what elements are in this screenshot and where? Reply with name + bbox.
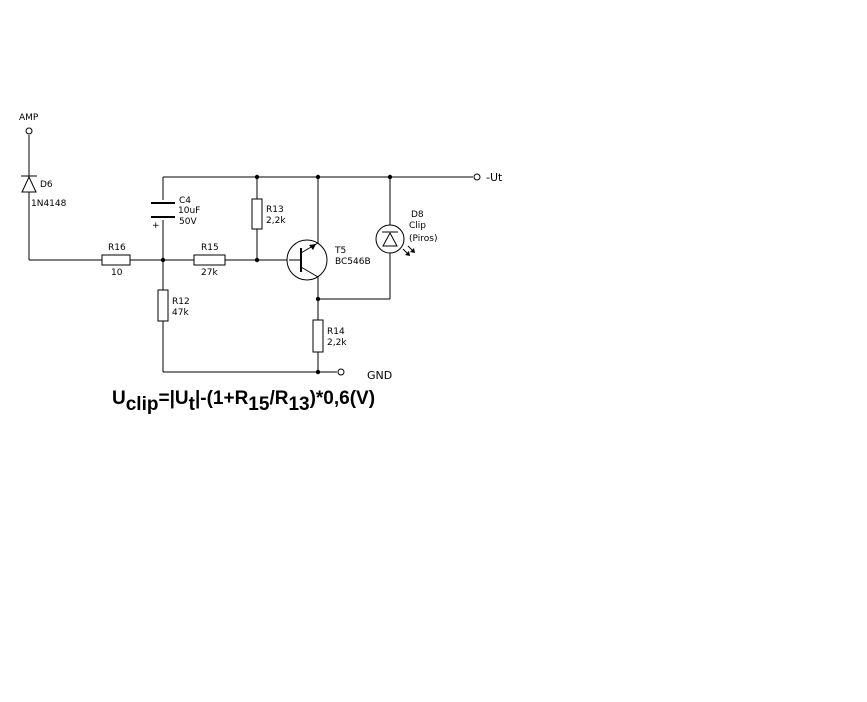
resistor-r14: R14 2,2k bbox=[312, 319, 347, 353]
resistor-r12-ref: R12 bbox=[172, 297, 190, 307]
diode-d6-ref: D6 bbox=[40, 180, 53, 190]
led-d8: D8 Clip (Piros) bbox=[375, 210, 437, 256]
clip-voltage-formula: Uclip=|Ut|-(1+R15/R13)*0,6(V) bbox=[112, 388, 376, 415]
resistor-r16-body bbox=[101, 254, 131, 266]
terminal-amp: AMP bbox=[19, 113, 39, 135]
resistor-r16: R16 10 bbox=[101, 243, 131, 278]
resistor-r13-value: 2,2k bbox=[266, 216, 286, 226]
formula-u: U bbox=[112, 388, 126, 409]
resistor-r12-value: 47k bbox=[172, 308, 189, 318]
resistor-r15-ref: R15 bbox=[201, 243, 219, 253]
terminal-gnd: GND bbox=[337, 368, 392, 382]
capacitor-c4: + C4 10uF 50V bbox=[151, 196, 200, 231]
formula-r13-subscript: 13 bbox=[288, 394, 310, 415]
resistor-r16-ref: R16 bbox=[108, 243, 126, 253]
formula-tail: )*0,6(V) bbox=[309, 388, 376, 409]
junction-dot bbox=[254, 257, 260, 263]
resistor-r15-value: 27k bbox=[201, 268, 218, 278]
formula-t-subscript: t bbox=[188, 394, 195, 415]
junction-dot bbox=[315, 296, 321, 302]
junction-dot bbox=[387, 174, 393, 180]
capacitor-c4-voltage: 50V bbox=[179, 217, 197, 227]
led-d8-value: Clip bbox=[409, 221, 426, 231]
resistor-r13: R13 2,2k bbox=[251, 198, 286, 230]
resistor-r16-value: 10 bbox=[111, 268, 123, 278]
resistor-r12: R12 47k bbox=[157, 289, 190, 322]
junction-dot bbox=[254, 174, 260, 180]
junction-dot bbox=[315, 174, 321, 180]
led-d8-ref: D8 bbox=[411, 210, 424, 220]
capacitor-c4-polarity: + bbox=[152, 221, 160, 231]
transistor-t5: T5 BC546B bbox=[286, 239, 371, 281]
junction-dot bbox=[315, 369, 321, 375]
transistor-t5-value: BC546B bbox=[335, 257, 371, 267]
formula-clip-subscript: clip bbox=[125, 394, 159, 415]
transistor-t5-ref: T5 bbox=[334, 246, 346, 256]
terminal-neg-ut: -Ut bbox=[473, 171, 503, 184]
junction-dot bbox=[160, 257, 166, 263]
resistor-r14-ref: R14 bbox=[327, 327, 345, 337]
junctions bbox=[160, 174, 393, 375]
formula-mid: |-(1+R bbox=[194, 388, 249, 409]
formula-eq: =|U bbox=[158, 388, 189, 409]
resistor-r14-value: 2,2k bbox=[327, 338, 347, 348]
wires bbox=[28, 135, 473, 373]
formula-slash: /R bbox=[269, 388, 289, 409]
resistor-r15: R15 27k bbox=[193, 243, 226, 278]
capacitor-c4-ref: C4 bbox=[179, 196, 191, 206]
led-d8-note: (Piros) bbox=[409, 234, 437, 244]
diode-d6: D6 1N4148 bbox=[21, 175, 67, 209]
formula-r15-subscript: 15 bbox=[248, 394, 270, 415]
resistor-r15-body bbox=[193, 254, 226, 266]
transistor-t5-body bbox=[286, 239, 328, 281]
capacitor-c4-value: 10uF bbox=[178, 206, 200, 216]
terminal-neg-ut-label: -Ut bbox=[486, 171, 503, 184]
terminal-gnd-label: GND bbox=[367, 369, 392, 382]
resistor-r14-body bbox=[312, 319, 324, 353]
resistor-r12-body bbox=[157, 289, 169, 322]
diode-d6-symbol bbox=[21, 175, 37, 193]
resistor-r13-body bbox=[251, 198, 263, 230]
diode-d6-value: 1N4148 bbox=[31, 199, 67, 209]
resistor-r13-ref: R13 bbox=[266, 205, 284, 215]
terminal-amp-label: AMP bbox=[19, 113, 39, 123]
